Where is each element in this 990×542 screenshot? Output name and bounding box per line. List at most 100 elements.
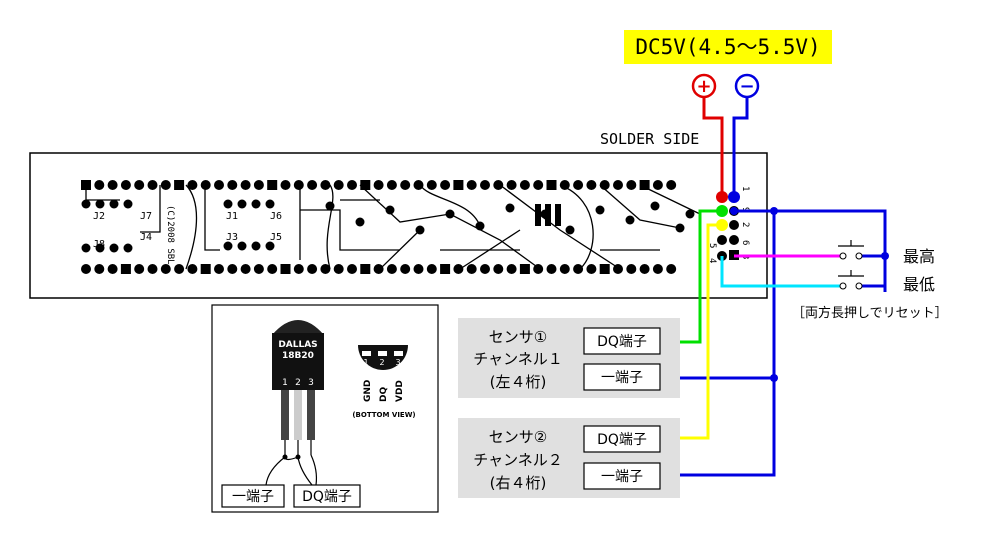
pad-a	[729, 220, 739, 230]
supply-label: DC5V(4.5～5.5V)	[635, 35, 820, 59]
pcb-pad	[385, 205, 395, 215]
chip-leg-1	[281, 390, 289, 440]
pcb-pad	[81, 199, 91, 209]
pcb-pad	[519, 264, 530, 274]
pcb-pad	[666, 180, 677, 190]
pcb-pad	[533, 180, 544, 190]
supply-highlight	[624, 30, 832, 64]
pcb-pad	[134, 264, 145, 274]
chip-minus-terminal	[221, 484, 285, 508]
switch-top-label: 最高	[903, 247, 935, 266]
pcb-pad	[355, 217, 365, 227]
switch-top-icon	[838, 240, 864, 260]
pcb-pad	[237, 241, 247, 251]
jumper-label-j7: J7	[140, 211, 152, 222]
pcb-pad	[506, 180, 517, 190]
pcb-pad	[81, 264, 91, 274]
pcb-pad	[214, 264, 224, 274]
chip-pin-1: 1	[282, 378, 288, 388]
pcb-pad	[160, 180, 171, 190]
pcb-pad	[307, 180, 318, 190]
pcb-pad	[559, 180, 570, 190]
pcb-pad	[440, 264, 451, 274]
jumper-label-j6: J6	[270, 211, 282, 222]
channel-2-digits: (右４桁)	[490, 474, 547, 492]
switch-bottom-label: 最低	[903, 275, 935, 294]
wire-switch-bottom	[720, 256, 840, 288]
pcb-pad	[626, 264, 637, 274]
pcb-pad	[599, 180, 610, 190]
chip-leg-3	[307, 390, 315, 440]
pcb-pad	[426, 180, 437, 190]
channel-1-minus-label: 一端子	[601, 370, 643, 386]
pcb-pad	[147, 180, 158, 190]
pcb-pad	[466, 264, 477, 274]
pcb-pad	[280, 180, 291, 190]
pcb-pad	[535, 204, 541, 226]
pcb-pad	[120, 264, 131, 274]
pcb-pad	[573, 264, 584, 274]
chip-pin-3: 3	[308, 378, 314, 388]
pcb-pad	[586, 264, 597, 274]
pcb-pad	[251, 199, 261, 209]
pcb-pad	[650, 201, 660, 211]
wire-dq-ch2-node	[716, 219, 728, 231]
pcb-pad	[493, 264, 504, 274]
jumper-label-j4: J4	[140, 232, 152, 243]
pcb-pad	[237, 199, 247, 209]
pcb-pad	[307, 264, 318, 274]
pcb-pad	[475, 221, 485, 231]
pcb-pad	[413, 180, 424, 190]
pin-name-vdd: VDD	[395, 380, 405, 402]
chip-brand: DALLAS	[278, 340, 317, 350]
chip-model: 18B20	[282, 351, 314, 361]
pcb-pad	[227, 180, 238, 190]
pcb-pad	[265, 199, 275, 209]
pcb-pad	[360, 180, 371, 190]
pcb-pad	[267, 180, 278, 190]
pcb-pad	[595, 205, 605, 215]
pcb-pad	[240, 264, 251, 274]
pcb-pad	[109, 199, 119, 209]
wire-plus	[702, 97, 724, 197]
pcb-pad	[666, 264, 677, 274]
pcb-pad	[533, 264, 544, 274]
pcb-board: J2 J7 J4 J8 J1 J6 J3 J5 (C)2008 SBL 1 9 …	[29, 152, 768, 299]
pcb-pad	[214, 180, 224, 190]
channel-2-name: チャンネル２	[473, 451, 563, 469]
pcb-pad	[293, 180, 304, 190]
jumper-label-j1: J1	[226, 211, 238, 222]
pcb-pad	[565, 225, 575, 235]
pcb-pad	[519, 180, 530, 190]
jumper-label-j5: J5	[270, 232, 282, 243]
wire-dq-ch2	[660, 223, 722, 440]
channel-2-panel: センサ② チャンネル２ (右４桁) DQ端子 一端子	[458, 418, 680, 498]
pcb-pad	[123, 199, 133, 209]
pcb-pad	[426, 264, 437, 274]
channel-1-name: チャンネル１	[473, 350, 563, 368]
pcb-pad	[613, 264, 623, 274]
pcb-pad	[440, 180, 451, 190]
chip-leg-2	[294, 390, 302, 440]
pcb-pad	[107, 180, 118, 190]
pcb-pad	[386, 264, 397, 274]
bottom-view-label: (BOTTOM VIEW)	[352, 411, 415, 419]
pcb-pad	[386, 180, 397, 190]
pcb-pad	[413, 264, 424, 274]
pcb-pad	[639, 180, 650, 190]
pad-b	[717, 235, 727, 245]
pin-label-1: 1	[740, 186, 750, 191]
pcb-pad	[265, 241, 275, 251]
pin-name-gnd: GND	[363, 380, 373, 402]
wire-plus-node	[716, 191, 728, 203]
pcb-pad	[555, 204, 561, 226]
channel-1-panel: センサ① チャンネル１ (左４桁) DQ端子 一端子	[458, 318, 680, 398]
jumper-label-j8: J8	[93, 239, 105, 250]
pcb-pad	[625, 215, 635, 225]
pcb-pad	[586, 180, 597, 190]
chip-leg-wires	[284, 440, 312, 455]
pin-label-2: 2	[740, 222, 750, 227]
pcb-pad	[545, 204, 551, 226]
pcb-pad	[95, 199, 105, 209]
jumper-label-j3: J3	[226, 232, 238, 243]
